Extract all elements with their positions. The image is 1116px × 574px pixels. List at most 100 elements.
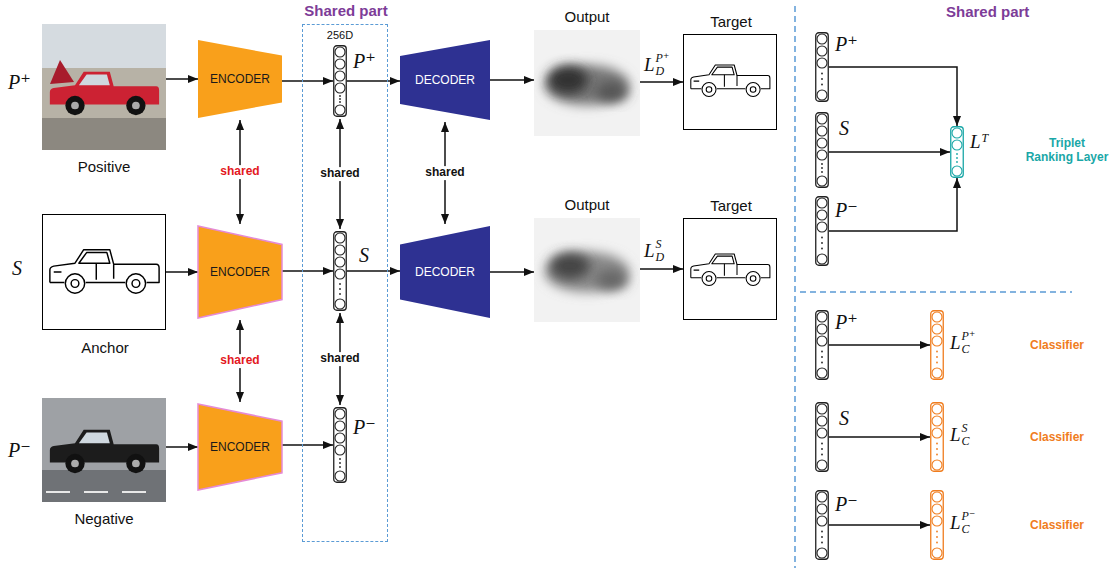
vector-cell [932,548,942,558]
edge-label: shared [318,167,361,181]
photo-box: Positive [42,24,166,150]
blur-blob [596,270,628,290]
trapezoid [198,40,282,118]
image-heading: Target [674,197,788,214]
vector-shape [333,231,347,311]
vector-label: P⁻ [353,417,376,437]
vector-outline [816,403,829,472]
connector [282,80,333,82]
vector-cell [932,460,942,470]
vector-cell [817,210,827,220]
encoder-label: ENCODER [210,440,270,454]
classifier-loss-symbol: L [950,425,961,444]
vector-dot [956,157,958,159]
vector-dot [339,98,341,100]
vector-cell [817,90,827,100]
decoder-loss-superscript: P⁺ [656,52,670,65]
vector-cell [932,428,942,438]
vector-cell [817,368,827,378]
classifier-loss-subscript: C [962,343,976,356]
vector-dot [821,454,823,456]
vector-cell [817,516,827,526]
vector-outline [334,408,347,483]
feature-vector: LP⁻CClassifier [930,490,944,560]
vector-shape [815,490,829,560]
section-title: Shared part [946,3,1029,20]
connector [347,80,400,82]
classifier-loss-subscript: C [962,435,970,448]
input-label: P⁺ [8,72,31,92]
image-caption: Positive [42,158,166,175]
vector-label: P⁻ [835,494,858,514]
vector-cell [817,198,827,208]
trapezoid [400,226,490,318]
decoder-label: DECODER [415,73,475,87]
vector-cell [817,222,827,232]
blur-blob [545,252,629,292]
connector [829,344,930,346]
decoder-block: DECODER [400,226,490,318]
feature-vector: P⁻ [333,407,347,483]
vector-cell [817,114,827,124]
divider-line [794,6,796,568]
blur-blob [596,82,628,102]
vector-outline [951,127,964,178]
feature-vector: LSCClassifier [930,402,944,472]
vector-cell [335,269,345,279]
vector-dot [821,531,823,533]
vector-label: S [359,245,369,265]
connector [166,446,198,448]
photo-road [42,118,166,150]
layer-label: Triplet Ranking Layer [1024,136,1110,164]
vector-dot [339,95,341,97]
decoder-loss-group: LP⁺D [644,52,669,77]
vector-dot [821,163,823,165]
vector-dot [821,84,823,86]
target-sketch [691,254,770,286]
trapezoid [198,226,282,318]
photo-box: Negative [42,398,166,502]
connector [166,78,198,80]
classifier-loss-scripts: SC [962,422,970,447]
vector-cell [335,421,345,431]
encoder-block: ENCODER [198,226,282,318]
vector-outline [816,113,829,188]
vector-dot [956,161,958,163]
feature-vector: P⁺ [815,32,829,102]
vector-shape [930,402,944,472]
classifier-loss-scripts: P⁺C [962,330,976,355]
connector [347,270,400,272]
vector-shape [815,112,829,188]
vector-outline [931,403,944,472]
trapezoid [198,404,282,490]
vector-cell [817,58,827,68]
vector-label: S [839,118,849,138]
decoder-loss-scripts: SD [656,238,665,263]
vector-dot [821,73,823,75]
vector-outline [334,232,347,311]
vector-cell [932,492,942,502]
classifier-loss-symbol: L [950,513,961,532]
vector-dot [821,351,823,353]
encoder-block: ENCODER [198,404,282,490]
vector-outline [816,197,829,266]
vector-cell [335,71,345,81]
vector-cell [952,128,962,138]
feature-vector: P⁺ [815,310,829,380]
edge-label: shared [318,352,361,366]
connector [640,81,683,83]
vector-dot [339,466,341,468]
divider-line [800,291,1072,293]
feature-vector: P⁻ [815,196,829,266]
blur-blob [545,65,629,105]
vector-cell [817,416,827,426]
output-image: Output [534,218,640,322]
vector-cell [335,257,345,267]
vector-dot [339,288,341,290]
output-image: Output [534,30,640,136]
vector-cell [335,83,345,93]
image-caption: Negative [42,510,166,527]
vector-dot [936,454,938,456]
image-heading: Output [524,196,650,213]
vector-label: P⁺ [835,34,858,54]
